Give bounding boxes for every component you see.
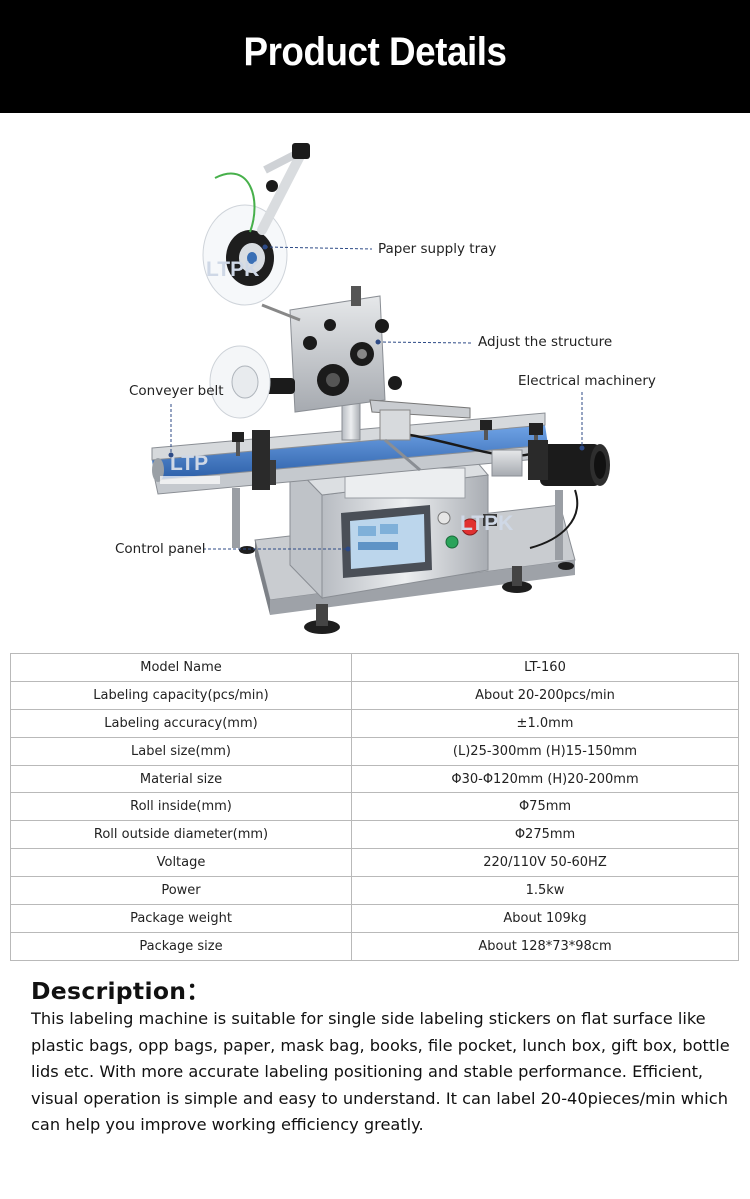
table-row: Model Name LT-160	[10, 653, 739, 682]
spec-name: Label size(mm)	[10, 736, 352, 766]
spec-value: Φ30-Φ120mm (H)20-200mm	[351, 764, 739, 794]
electric-motor-drawing	[491, 440, 610, 486]
callout-electrical-machinery: Electrical machinery	[518, 373, 656, 389]
page-header: Product Details	[0, 0, 750, 113]
callout-adjust-structure: Adjust the structure	[478, 334, 613, 350]
spec-value: About 128*73*98cm	[351, 931, 739, 961]
callout-paper-supply-tray: Paper supply tray	[378, 241, 497, 257]
spec-value: About 109kg	[351, 904, 739, 933]
page-title: Product Details	[243, 30, 507, 74]
label-roll-drawing	[202, 143, 310, 419]
spec-name: Model Name	[10, 653, 352, 682]
table-row: Power 1.5kw	[10, 876, 739, 906]
spec-value: (L)25-300mm (H)15-150mm	[351, 736, 739, 766]
description-body: This labeling machine is suitable for si…	[31, 1009, 730, 1135]
table-row: Material size Φ30-Φ120mm (H)20-200mm	[10, 764, 739, 794]
spec-name: Package weight	[10, 904, 352, 933]
spec-name: Material size	[10, 764, 352, 794]
callout-lines	[168, 244, 585, 552]
table-row: Package size About 128*73*98cm	[10, 931, 739, 961]
spec-name: Labeling capacity(pcs/min)	[10, 680, 352, 710]
callout-conveyer-belt: Conveyer belt	[129, 383, 224, 399]
description-title: Description：	[31, 977, 211, 1005]
watermark-top: LTPK	[206, 258, 259, 281]
watermark-bottom: LTPK	[460, 512, 513, 535]
labeling-machine-drawing: LTPK LTPK LTP	[151, 143, 610, 634]
product-illustration: LTPK LTPK LTP Paper supply tray Adjust t…	[0, 113, 750, 653]
spec-value: Φ275mm	[351, 820, 739, 850]
spec-value: 220/110V 50-60HZ	[351, 848, 739, 878]
table-row: Labeling capacity(pcs/min) About 20-200p…	[10, 680, 739, 710]
spec-name: Labeling accuracy(mm)	[10, 708, 352, 738]
watermark-left: LTP	[170, 452, 208, 475]
table-row: Labeling accuracy(mm) ±1.0mm	[10, 708, 739, 738]
spec-name: Power	[10, 876, 352, 906]
table-row: Voltage 220/110V 50-60HZ	[10, 848, 739, 878]
spec-name: Roll inside(mm)	[10, 792, 352, 822]
spec-value: LT-160	[351, 653, 739, 682]
spec-name: Roll outside diameter(mm)	[10, 820, 352, 850]
table-row: Roll inside(mm) Φ75mm	[10, 792, 739, 822]
callout-control-panel: Control panel	[115, 541, 206, 557]
table-row: Label size(mm) (L)25-300mm (H)15-150mm	[10, 736, 739, 766]
spec-value: ±1.0mm	[351, 708, 739, 738]
specification-table: Model Name LT-160 Labeling capacity(pcs/…	[10, 653, 739, 961]
spec-value: Φ75mm	[351, 792, 739, 822]
control-panel	[341, 505, 497, 578]
spec-name: Package size	[10, 931, 352, 961]
machine-feet	[239, 546, 574, 634]
spec-value: 1.5kw	[351, 876, 739, 906]
table-row: Package weight About 109kg	[10, 904, 739, 933]
spec-value: About 20-200pcs/min	[351, 680, 739, 710]
table-row: Roll outside diameter(mm) Φ275mm	[10, 820, 739, 850]
spec-name: Voltage	[10, 848, 352, 878]
labeling-head-drawing	[255, 286, 471, 472]
